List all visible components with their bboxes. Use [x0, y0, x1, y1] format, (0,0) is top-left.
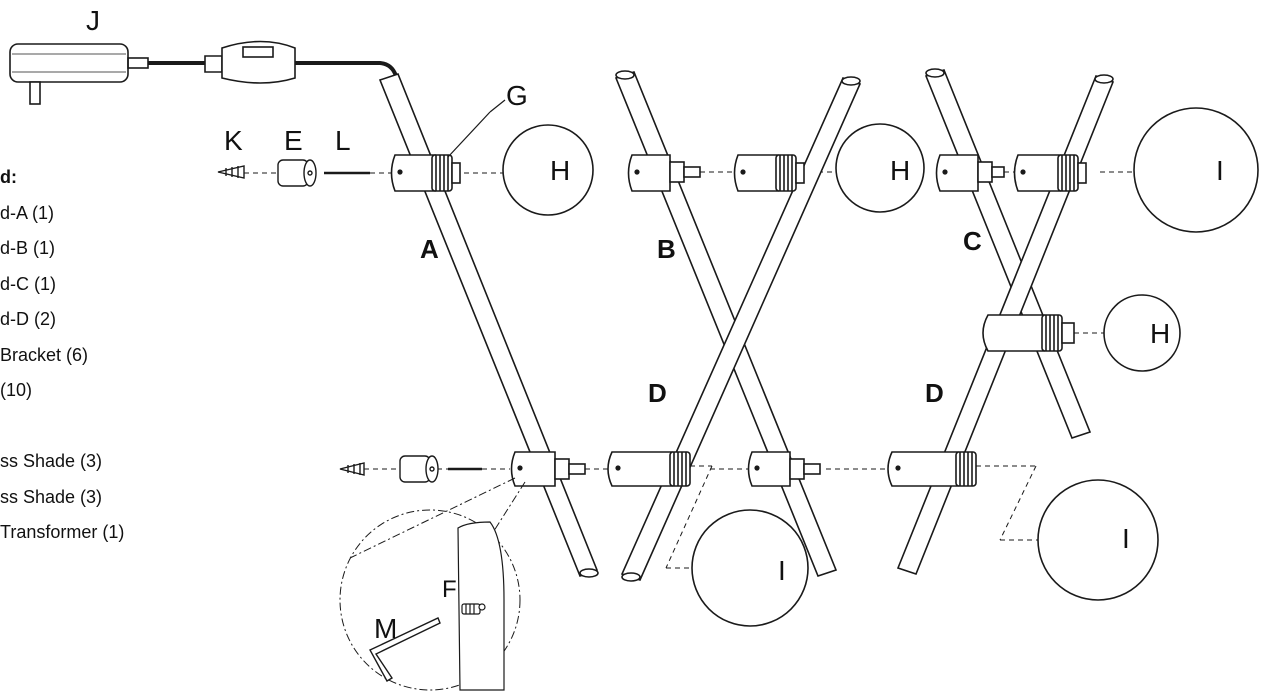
- parts-list-heading: d:: [0, 167, 17, 187]
- detail-callout: [339, 477, 526, 691]
- set-screw-f: [461, 603, 486, 615]
- socket-top-b2: [733, 154, 805, 192]
- label-h: H: [890, 155, 910, 186]
- label-h: H: [550, 155, 570, 186]
- label-i: I: [778, 555, 786, 586]
- glass-shade-h: [502, 124, 594, 216]
- label-f: F: [442, 576, 457, 603]
- parts-list-item: d-B (1): [0, 238, 56, 258]
- socket-bottom-b: [747, 451, 821, 487]
- label-i: I: [1122, 523, 1130, 554]
- socket-top-a: [390, 154, 461, 192]
- socket-top-b1: [627, 154, 701, 192]
- glass-shade-i: [1037, 479, 1159, 601]
- wall-bracket: [399, 455, 439, 483]
- label-k: K: [224, 125, 243, 156]
- glass-shade-i: [1133, 107, 1259, 233]
- label-g: G: [506, 80, 528, 111]
- label-m: M: [374, 613, 397, 644]
- glass-shade-h: [835, 123, 925, 213]
- wall-anchor: [217, 165, 245, 179]
- parts-list-item: Bracket (6): [0, 344, 89, 365]
- rod-a: [378, 73, 599, 578]
- parts-list-item: d-A (1): [0, 202, 55, 223]
- rod-d: [621, 572, 641, 582]
- rod-b: [614, 70, 862, 581]
- label-a: A: [420, 234, 439, 264]
- label-l: L: [335, 125, 351, 156]
- wall-bracket: [277, 159, 317, 187]
- glass-shade-i: [691, 509, 809, 627]
- socket-mid-c: [982, 314, 1075, 352]
- transformer: [9, 40, 398, 105]
- parts-list-item: d-C (1): [0, 273, 57, 294]
- parts-list-item: ss Shade (3): [0, 486, 103, 507]
- parts-list-item: (10): [0, 380, 33, 400]
- parts-list-item: Transformer (1): [0, 522, 125, 542]
- parts-list-item: d-D (2): [0, 309, 57, 329]
- label-e: E: [284, 125, 303, 156]
- socket-bottom-d1: [607, 451, 691, 487]
- parts-list-item: ss Shade (3): [0, 451, 103, 471]
- label-i: I: [1216, 155, 1224, 186]
- parts-list: d: d-A (1) d-B (1) d-C (1) d-D (2) Brack…: [0, 160, 124, 551]
- label-b: B: [657, 234, 676, 264]
- socket-bottom-d2: [887, 451, 977, 487]
- label-d: D: [925, 378, 944, 408]
- label-h: H: [1150, 318, 1170, 349]
- glass-shade-h: [1103, 294, 1181, 372]
- socket-top-c2: [1013, 154, 1087, 192]
- label-j: J: [86, 5, 100, 36]
- label-c: C: [963, 226, 982, 256]
- labels: J G K E L H H I H I I A B C D D F M: [86, 5, 1224, 644]
- socket-top-c1: [935, 154, 1005, 192]
- label-d: D: [648, 378, 667, 408]
- wall-anchor: [339, 462, 365, 476]
- hex-key-m: [369, 617, 441, 682]
- socket-bottom-a: [510, 451, 586, 487]
